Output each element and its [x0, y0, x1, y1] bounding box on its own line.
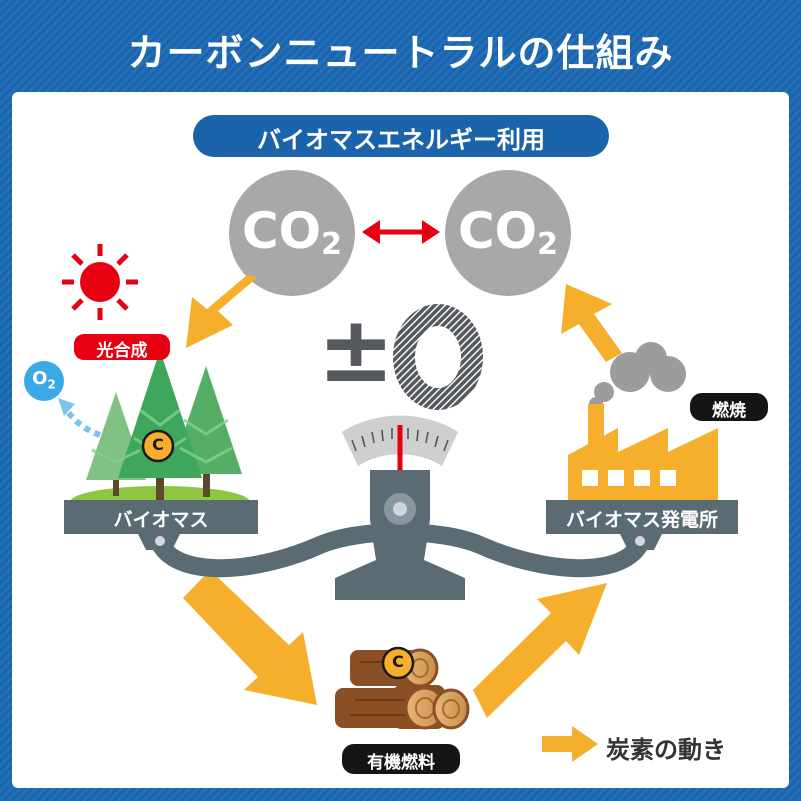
carbon-badge-logs-label: C — [392, 652, 404, 671]
page-title: カーボンニュートラルの仕組み — [127, 31, 674, 75]
left-plate — [64, 500, 258, 534]
balance-plusminus: ± — [317, 296, 395, 403]
legend-label: 炭素の動き — [606, 736, 726, 764]
combustion-tag — [690, 393, 768, 421]
left-plate-label: バイオマス — [113, 509, 209, 531]
arrow-co2-to-forest — [186, 275, 258, 348]
balance-zero-mark — [393, 304, 483, 410]
right-plate — [546, 500, 738, 534]
co2-left-label: CO2 — [241, 202, 343, 262]
subtitle: バイオマスエネルギー利用 — [257, 126, 545, 154]
fuel-tag — [342, 744, 460, 774]
sun-icon — [62, 244, 138, 320]
oxygen-label: O2 — [32, 368, 56, 392]
tree-icon — [86, 350, 242, 500]
oxygen-bubble-icon — [24, 361, 64, 401]
scale-icon — [64, 415, 738, 600]
double-arrow-icon — [362, 220, 440, 244]
arrow-factory-to-co2 — [561, 284, 622, 362]
photosynthesis-label: 光合成 — [96, 341, 148, 361]
legend-arrow-icon — [542, 726, 598, 762]
scale-body — [335, 470, 465, 600]
carbon-badge-tree — [141, 429, 175, 463]
combustion-label: 燃焼 — [712, 401, 746, 421]
carbon-badge-tree-label: C — [152, 435, 164, 454]
balance-value: ±0 — [0, 0, 1, 1]
carbon-flow-arrows — [183, 275, 622, 718]
co2-left-circle — [229, 170, 355, 296]
arrow-fuel-to-plant — [473, 583, 607, 718]
arrow-biomass-to-fuel — [183, 570, 317, 705]
fuel-label: 有機燃料 — [367, 753, 435, 773]
subtitle-pill — [193, 115, 609, 157]
oxygen-arrow — [58, 398, 102, 438]
factory-icon — [568, 404, 718, 504]
carbon-badge-logs — [381, 646, 415, 680]
co2-right-circle — [445, 170, 571, 296]
co2-right-label: CO2 — [457, 202, 559, 262]
smoke-icon — [589, 342, 686, 411]
right-plate-label: バイオマス発電所 — [565, 509, 718, 531]
photosynthesis-tag — [74, 334, 170, 360]
